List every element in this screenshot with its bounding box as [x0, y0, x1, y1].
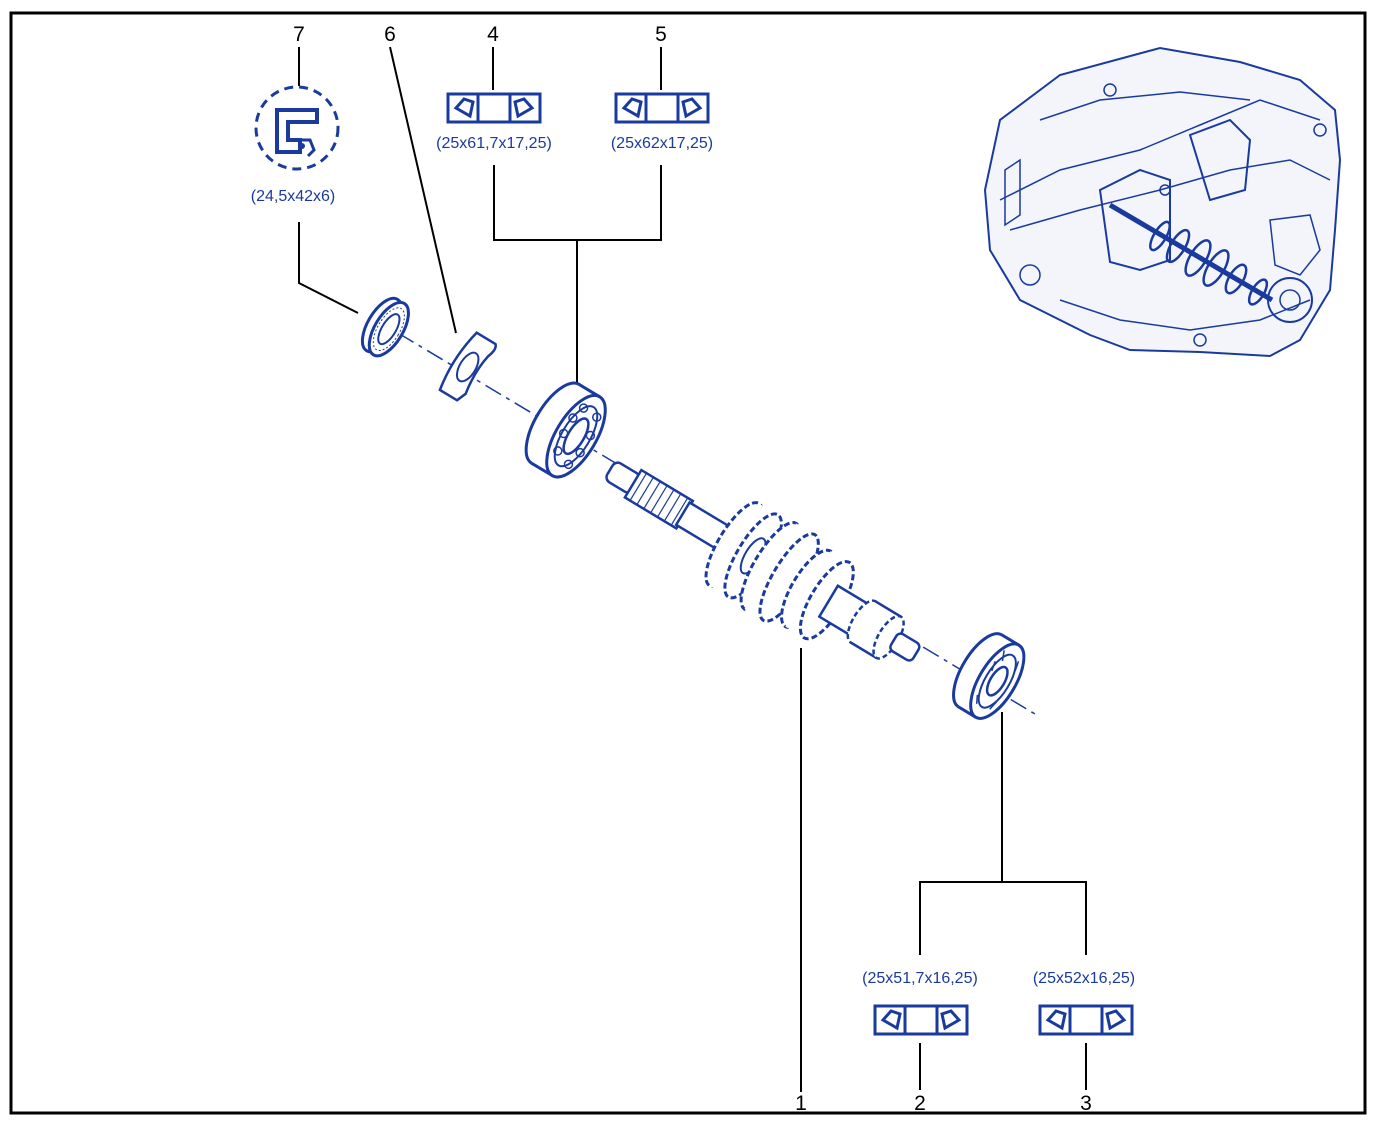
- dimension-bearing-5: (25x62x17,25): [611, 135, 713, 152]
- diagram-border: [9, 11, 1367, 1115]
- callout-4: 4: [487, 23, 499, 46]
- thrust-washer-part: [438, 331, 497, 402]
- leader-4-5-bracket: [493, 165, 662, 241]
- leader-6: [389, 46, 457, 334]
- dimension-bearing-3: (25x52x16,25): [1033, 970, 1135, 987]
- callout-7: 7: [293, 23, 305, 46]
- dimension-bearing-4: (25x61,7x17,25): [436, 135, 552, 152]
- callout-6: 6: [384, 23, 396, 46]
- gearbox-housing-illustration: [983, 46, 1342, 358]
- tapered-bearing-small-part: [952, 632, 1026, 720]
- oil-seal-part: [360, 296, 410, 358]
- callout-5: 5: [655, 23, 667, 46]
- callout-1: 1: [795, 1092, 807, 1115]
- dimension-bearing-2: (25x51,7x16,25): [862, 970, 978, 987]
- tapered-bearing-icon-4: [446, 92, 542, 124]
- leader-7: [298, 222, 359, 314]
- tapered-bearing-icon-2: [873, 1004, 969, 1036]
- tapered-bearing-large-part: [524, 381, 607, 479]
- tapered-bearing-icon-5: [614, 92, 710, 124]
- shaft-centerline: [397, 332, 1036, 715]
- input-shaft-part: [605, 461, 921, 662]
- dimension-seal-7: (24,5x42x6): [251, 188, 336, 205]
- callout-3: 3: [1080, 1092, 1092, 1115]
- leader-2-3-bracket: [919, 881, 1087, 955]
- tapered-bearing-icon-3: [1038, 1004, 1134, 1036]
- oil-seal-icon: [254, 85, 340, 171]
- callout-2: 2: [914, 1092, 926, 1115]
